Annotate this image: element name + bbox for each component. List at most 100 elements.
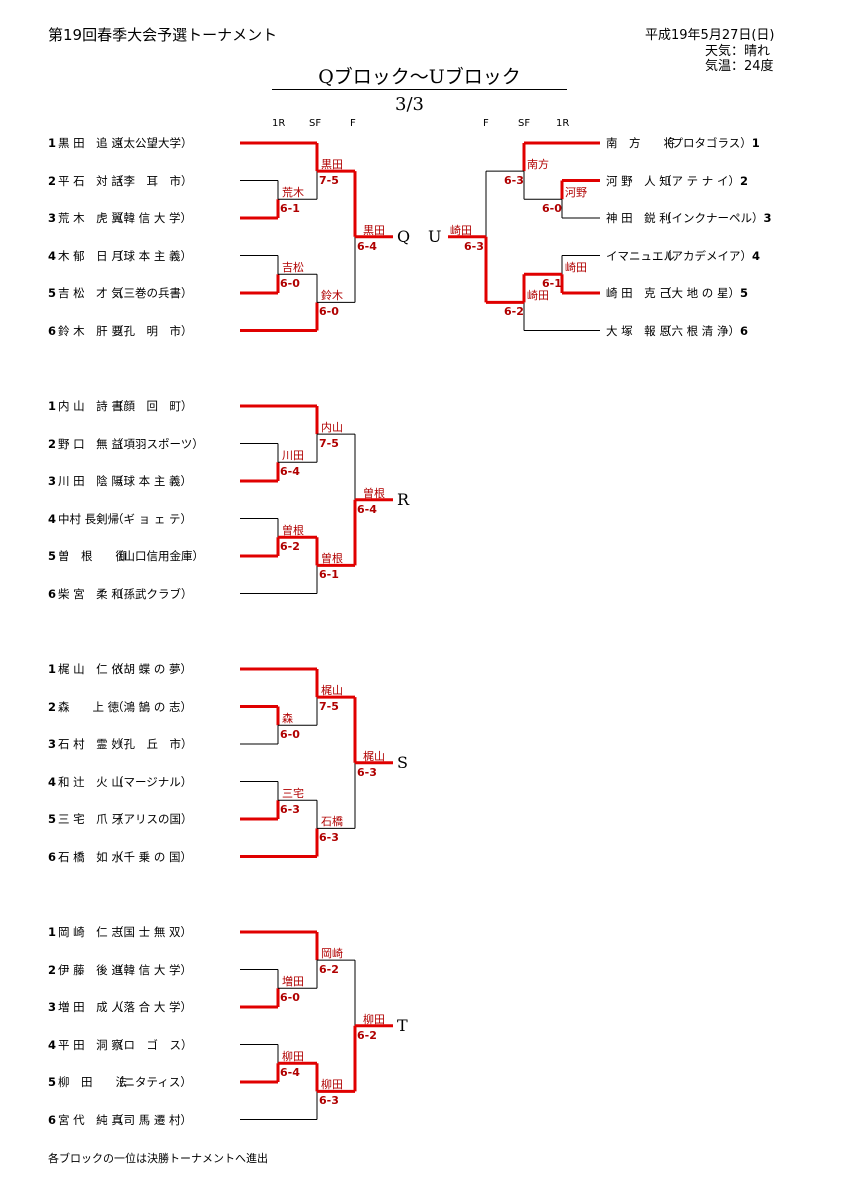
round-label-1r-left: 1R <box>272 118 286 129</box>
seed-number: 4 <box>48 511 57 526</box>
seed-number: 3 <box>48 474 57 488</box>
player-affiliation: （胡 蝶 の 夢） <box>112 662 192 676</box>
seed-number: 4 <box>48 1037 57 1052</box>
match-score: 7-5 <box>319 700 339 714</box>
match-winner-name: 梶山 <box>321 684 343 698</box>
player-affiliation: （孔 明 市） <box>112 323 193 338</box>
player-entry: 大 塚 報 恩（六 根 清 浄）6 <box>604 323 748 339</box>
match-winner-name: 岡崎 <box>321 947 343 961</box>
final-score: 6-3 <box>357 765 377 779</box>
player-name: 伊 藤 後 進 <box>58 962 123 977</box>
player-affiliation: （孔 丘 市） <box>112 737 193 751</box>
round-label-sf-left: SF <box>309 118 322 129</box>
match-score: 6-3 <box>319 1094 339 1108</box>
player-affiliation: （李 耳 市） <box>112 173 193 188</box>
player-affiliation: （ニタティス） <box>112 1075 192 1089</box>
round-label-f-left: F <box>350 118 356 129</box>
match-score: 6-1 <box>542 277 562 291</box>
seed-number: 2 <box>48 962 57 977</box>
match-score: 6-0 <box>280 728 300 742</box>
seed-number: 4 <box>752 248 761 263</box>
match-score: 7-5 <box>319 174 339 188</box>
final-winner-name: 黒田 <box>363 223 385 237</box>
player-affiliation: （司 馬 遷 村） <box>112 1112 192 1127</box>
player-affiliation: （マージナル） <box>112 774 193 789</box>
match-winner-name: 内山 <box>321 421 343 435</box>
player-affiliation: （大 地 の 星） <box>660 286 740 300</box>
player-name: 大 塚 報 恩 <box>606 323 671 338</box>
seed-number: 1 <box>48 399 57 413</box>
player-affiliation: （球 本 主 義） <box>112 248 192 263</box>
player-affiliation: （アリスの国） <box>112 812 193 826</box>
seed-number: 1 <box>48 662 57 676</box>
player-affiliation: （韓 信 大 学） <box>112 962 192 977</box>
player-affiliation: （韓 信 大 学） <box>112 211 192 225</box>
player-name: 黒 田 追 遠 <box>58 136 123 150</box>
player-affiliation: （太公望大学） <box>112 136 193 150</box>
match-score: 6-4 <box>280 1066 300 1080</box>
player-name: 増 田 成 人 <box>58 1000 123 1014</box>
block-title: Qブロック～Uブロック <box>272 62 567 90</box>
player-name: 岡 崎 仁 志 <box>58 925 123 939</box>
player-affiliation: （ロ ゴ ス） <box>112 1037 193 1052</box>
footer-note: 各ブロックの一位は決勝トーナメントへ進出 <box>48 1152 268 1165</box>
page-title: 第19回春季大会予選トーナメント <box>48 26 278 44</box>
match-winner-name: 崎田 <box>565 261 587 275</box>
seed-number: 1 <box>751 136 760 150</box>
weather: 天気：晴れ <box>705 44 771 59</box>
round-label-f-right: F <box>483 118 489 129</box>
player-name: 木 郁 日 月 <box>58 248 123 263</box>
match-winner-name: 崎田 <box>527 289 549 303</box>
match-winner-name: 南方 <box>527 158 549 172</box>
match-score: 6-0 <box>280 277 300 291</box>
player-name: 内 山 詩 書 <box>58 399 123 413</box>
player-affiliation: （球 本 主 義） <box>112 474 192 488</box>
player-affiliation: （六 根 清 浄） <box>660 323 740 338</box>
player-affiliation: （千 乗 の 国） <box>112 849 192 864</box>
temperature: 気温：24度 <box>705 59 774 74</box>
block-label: T <box>397 1015 408 1035</box>
player-name: 石 村 霊 妙 <box>58 737 123 751</box>
player-name: 荒 木 虎 翼 <box>58 211 123 225</box>
seed-number: 6 <box>48 586 57 601</box>
match-score: 6-4 <box>280 465 300 479</box>
player-name: 平 田 洞 察 <box>58 1037 123 1052</box>
final-score: 6-4 <box>357 502 377 516</box>
seed-number: 2 <box>739 173 748 188</box>
final-winner-name: 曽根 <box>363 486 385 500</box>
match-score: 6-3 <box>319 831 339 845</box>
seed-number: 4 <box>48 248 57 263</box>
match-score: 6-3 <box>280 803 300 817</box>
final-score: 6-2 <box>357 1028 377 1042</box>
player-name: イマニュエル <box>606 248 675 263</box>
player-name: 南 方 将 <box>606 136 675 150</box>
seed-number: 1 <box>48 136 57 150</box>
match-score: 6-2 <box>504 305 524 319</box>
player-name: 石 橋 如 水 <box>58 849 123 864</box>
match-winner-name: 吉松 <box>282 261 304 275</box>
final-score: 6-3 <box>464 239 484 253</box>
player-affiliation: （孫武クラブ） <box>112 586 193 601</box>
seed-number: 2 <box>48 173 57 188</box>
block-label: Q <box>397 226 411 246</box>
match-score: 6-1 <box>319 568 339 582</box>
match-winner-name: 増田 <box>282 975 304 989</box>
block-label: R <box>397 489 410 509</box>
player-name: 柴 宮 柔 和 <box>58 586 123 601</box>
player-name: 宮 代 純 真 <box>58 1112 123 1127</box>
player-affiliation: （国 士 無 双） <box>112 925 192 939</box>
